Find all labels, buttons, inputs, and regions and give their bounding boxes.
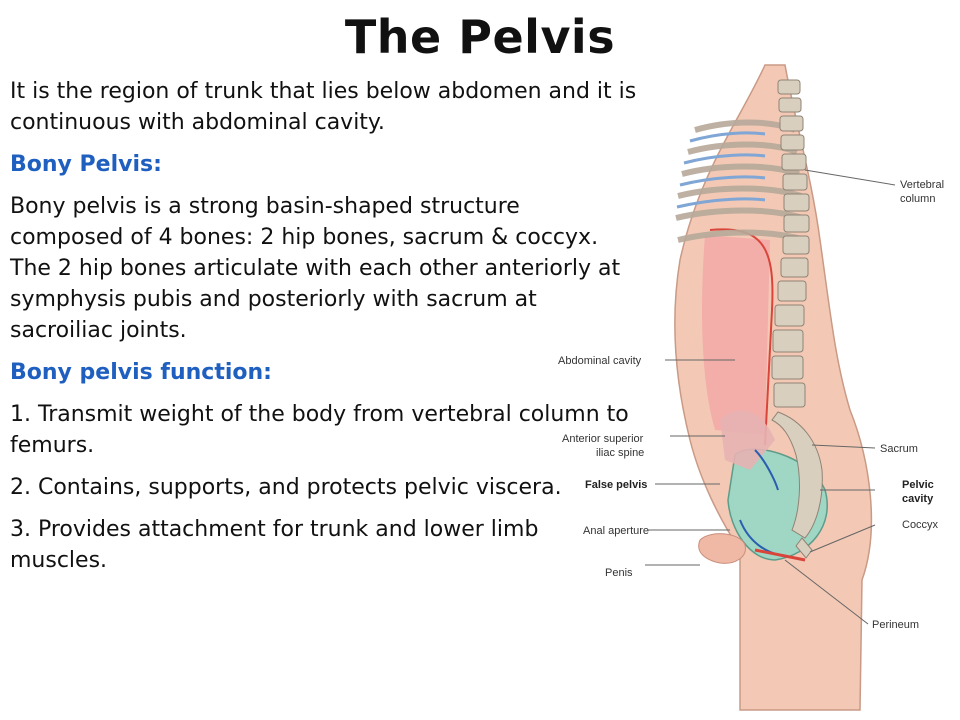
slide-text: It is the region of trunk that lies belo… — [10, 76, 640, 587]
bony-pelvis-heading: Bony Pelvis: — [10, 152, 162, 177]
abdominal-cavity-border — [709, 228, 774, 446]
intercostal-blue — [676, 131, 766, 209]
leader-lines — [645, 169, 896, 625]
function-item-1: 1. Transmit weight of the body from vert… — [10, 402, 629, 458]
label-vertebral-column-1: Vertebral — [900, 179, 944, 191]
function-heading: Bony pelvis function: — [10, 360, 272, 385]
rib — [677, 185, 802, 199]
label-pelvic-cavity-2: cavity — [902, 493, 934, 505]
false-pelvis-region — [720, 410, 775, 470]
label-sacrum: Sacrum — [880, 443, 918, 455]
rib — [681, 163, 800, 177]
function-item-2: 2. Contains, supports, and protects pelv… — [10, 475, 562, 500]
pelvis-anatomy-figure: Vertebral column Abdominal cavity Anteri… — [550, 60, 960, 715]
intro-paragraph: It is the region of trunk that lies belo… — [10, 79, 637, 135]
label-false-pelvis: False pelvis — [585, 479, 647, 491]
perineum-line — [754, 548, 806, 562]
penis-shape — [698, 533, 746, 564]
coccyx-bone — [795, 537, 813, 559]
label-abdominal-cavity: Abdominal cavity — [558, 355, 642, 367]
label-anal-aperture: Anal aperture — [583, 525, 649, 537]
label-coccyx: Coccyx — [902, 519, 939, 531]
pelvic-brim-line — [754, 449, 779, 491]
body-outline — [674, 64, 873, 711]
vertebral-column — [771, 79, 810, 408]
sacrum-bone — [771, 411, 823, 539]
abdominal-cavity-region — [702, 235, 770, 435]
label-anterior-superior-1: Anterior superior — [562, 433, 644, 445]
label-penis: Penis — [605, 567, 633, 579]
label-perineum: Perineum — [872, 619, 919, 631]
label-anterior-superior-2: iliac spine — [596, 447, 644, 459]
label-vertebral-column-2: column — [900, 193, 935, 205]
function-item-3: 3. Provides attachment for trunk and low… — [10, 517, 539, 573]
pelvis-anatomy-diagram: Vertebral column Abdominal cavity Anteri… — [558, 64, 944, 711]
label-pelvic-cavity-1: Pelvic — [902, 479, 934, 491]
slide-title: The Pelvis — [344, 10, 616, 64]
bony-pelvis-paragraph: Bony pelvis is a strong basin-shaped str… — [10, 194, 621, 343]
